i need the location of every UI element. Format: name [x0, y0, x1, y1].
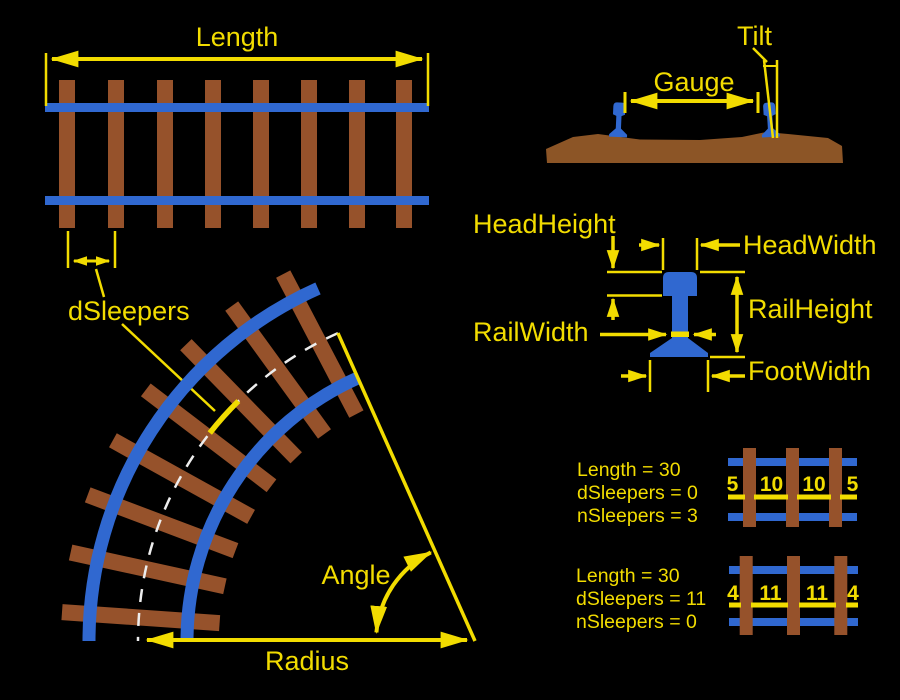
example-param: nSleepers = 0	[576, 611, 697, 633]
rail-width-highlight	[671, 331, 689, 337]
segment-value: 11	[806, 582, 829, 605]
straight-track-diagram: Length dSleepers	[44, 22, 430, 412]
track-cross-section-diagram: Gauge Tilt	[546, 21, 843, 163]
example-param: dSleepers = 11	[576, 588, 706, 610]
rail-web	[672, 295, 688, 341]
sleeper	[834, 556, 848, 635]
tilt-rail-axis-line	[762, 59, 775, 139]
sleeper	[349, 80, 365, 228]
segment-dash	[728, 494, 745, 500]
segment-dash	[840, 494, 857, 500]
example-param: dSleepers = 0	[577, 482, 698, 504]
sleeper	[396, 80, 412, 228]
sleeper	[786, 448, 799, 527]
leader-line	[752, 47, 768, 63]
sleeper	[59, 80, 75, 228]
dsleepers-label: dSleepers	[68, 296, 190, 326]
sleeper	[108, 80, 124, 228]
segment-dash	[729, 602, 741, 608]
segment-dash	[799, 602, 836, 608]
head-width-label: HeadWidth	[743, 230, 877, 260]
angle-label: Angle	[321, 560, 390, 590]
segment-value: 11	[759, 582, 782, 605]
rail-head	[663, 272, 697, 296]
angle-arc-arrow	[370, 550, 433, 634]
example-param: Length = 30	[577, 459, 681, 481]
segment-dash	[751, 602, 788, 608]
sleepers	[59, 80, 412, 228]
rail-foot	[650, 338, 708, 357]
outer-rail	[82, 282, 321, 642]
sleeper	[739, 556, 753, 635]
centerline-dashed	[136, 331, 339, 642]
sleeper	[301, 80, 317, 228]
head-height-label: HeadHeight	[473, 209, 616, 239]
segment-value: 5	[727, 473, 739, 496]
example-2: Length = 30 dSleepers = 11 nSleepers = 0…	[576, 556, 859, 635]
leader-line	[94, 268, 106, 298]
rail-width-label: RailWidth	[473, 317, 589, 347]
segment-value: 4	[727, 582, 739, 605]
foot-width-label: FootWidth	[748, 356, 871, 386]
tilt-label: Tilt	[737, 21, 772, 51]
rail-profile-diagram: HeadHeight HeadWidth RailHeight RailWidt…	[473, 209, 877, 392]
example-param: Length = 30	[576, 565, 680, 587]
example-param: nSleepers = 3	[577, 505, 698, 527]
leader-line	[121, 323, 216, 412]
angle-leg-line	[336, 332, 477, 642]
segment-value: 5	[847, 473, 859, 496]
segment-dash	[797, 494, 831, 500]
sleeper	[157, 80, 173, 228]
rail	[45, 103, 429, 112]
segment-value: 10	[802, 473, 825, 496]
rail	[45, 196, 429, 205]
example-1: Length = 30 dSleepers = 0 nSleepers = 3 …	[577, 448, 859, 527]
curved-track-diagram: Angle Radius	[61, 270, 477, 676]
curve-sleepers	[61, 270, 364, 632]
ballast	[546, 132, 843, 163]
inner-rail	[180, 371, 361, 642]
sleeper	[829, 448, 842, 527]
dsleepers-arc-highlight	[207, 399, 241, 435]
radius-label: Radius	[265, 646, 349, 676]
sleeper	[253, 80, 269, 228]
left-rail-cross-section	[609, 102, 628, 138]
segment-dash	[846, 602, 858, 608]
sleeper	[787, 556, 800, 635]
sleeper	[743, 448, 756, 527]
length-label: Length	[196, 22, 279, 52]
segment-value: 10	[760, 473, 783, 496]
segment-dash	[754, 494, 788, 500]
rail-height-label: RailHeight	[748, 294, 873, 324]
segment-value: 4	[847, 582, 859, 605]
sleeper	[205, 80, 221, 228]
gauge-label: Gauge	[653, 67, 734, 97]
